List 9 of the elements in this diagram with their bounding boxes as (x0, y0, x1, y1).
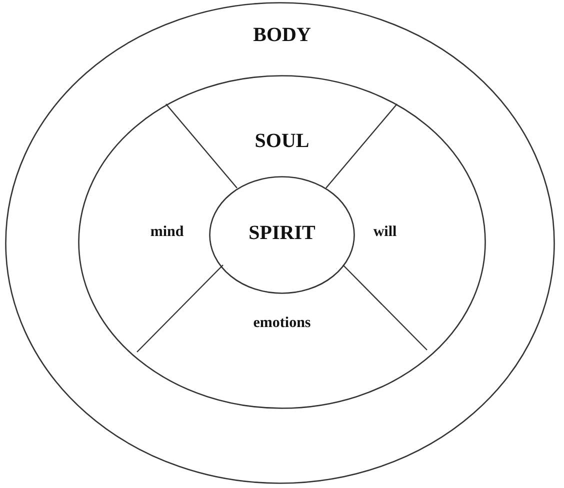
outer-ellipse (5, 2, 555, 484)
ellipse-title: SOUL (254, 130, 310, 152)
inner-ellipse (209, 176, 355, 294)
sector-label: will (373, 224, 397, 240)
middle-ellipse (78, 75, 486, 409)
sector-label: emotions (253, 314, 311, 332)
sector-label: mind (150, 224, 184, 240)
ellipse-title: BODY (253, 24, 311, 46)
ellipse-title: SPIRIT (248, 222, 316, 244)
